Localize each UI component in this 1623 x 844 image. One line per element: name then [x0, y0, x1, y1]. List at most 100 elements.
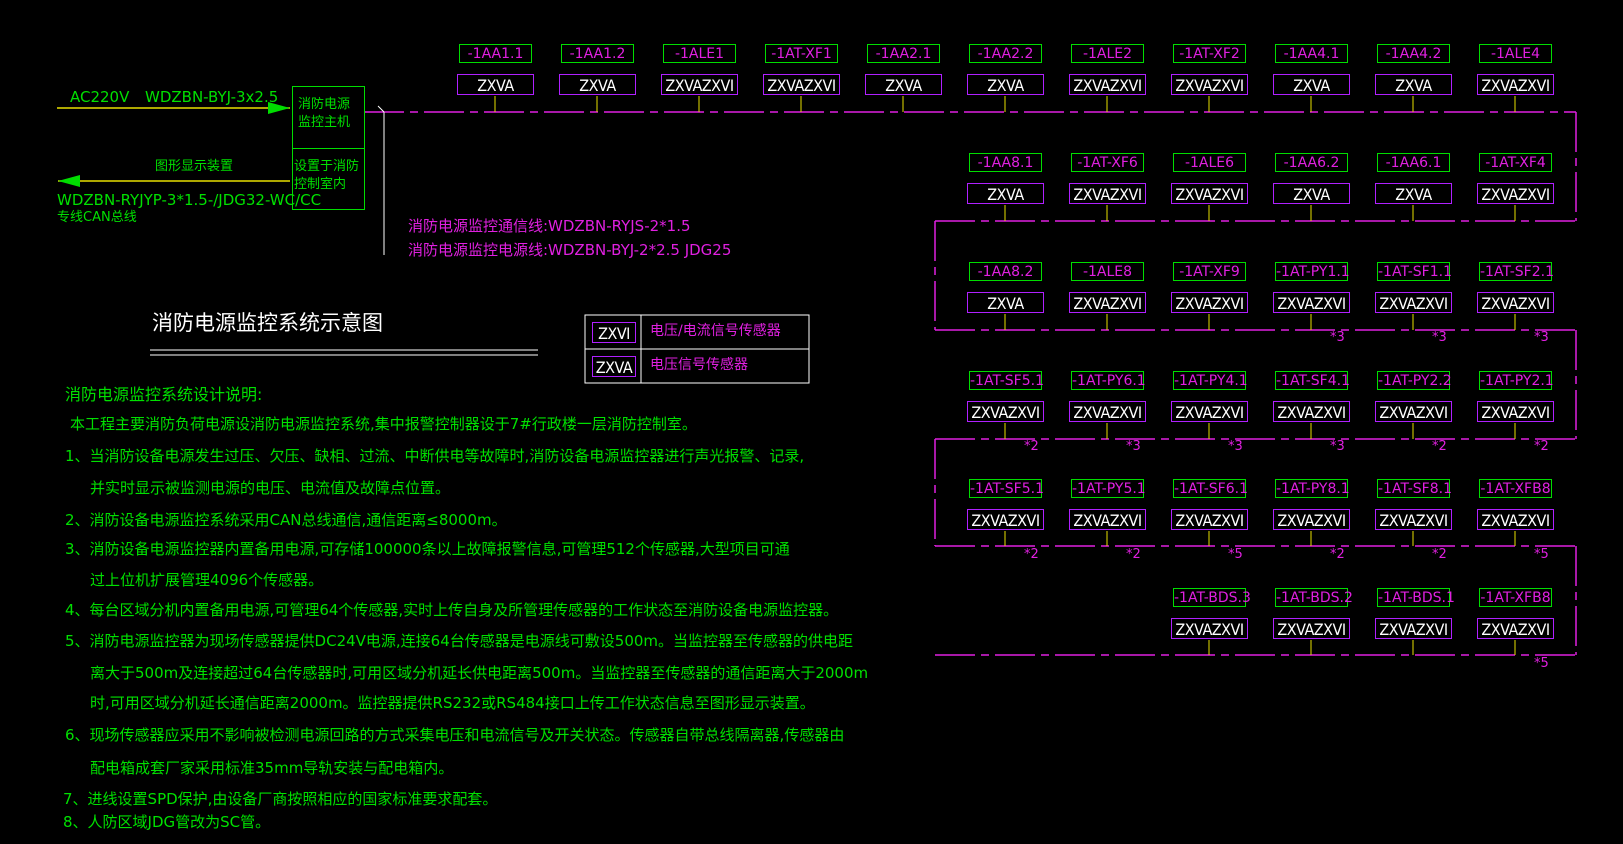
sensor-multiplier: *2 [1024, 439, 1039, 454]
distribution-panel-label: -1AT-PY2.1 [1479, 371, 1554, 390]
notes-line: 8、人防区域JDG管改为SC管。 [63, 813, 271, 831]
distribution-panel-label: -1AT-PY2.2 [1377, 371, 1452, 390]
sensor-box: ZXVA [457, 74, 534, 95]
notes-heading: 消防电源监控系统设计说明: [65, 385, 263, 404]
legend-sensor-zxvi: ZXVI [592, 322, 636, 343]
supply-voltage: AC220V [70, 88, 130, 106]
notes-line: 3、消防设备电源监控器内置备用电源,可存储100000条以上故障报警信息,可管理… [65, 540, 790, 558]
host-name: 消防电源监控主机 [298, 97, 351, 130]
display-bus: 专线CAN总线 [57, 210, 137, 225]
sensor-box: ZXVAZXVI [1375, 292, 1452, 313]
distribution-panel-label: -1AT-BDS.2 [1275, 588, 1353, 607]
supply-cable: WDZBN-BYJ-3x2.5 [145, 88, 279, 106]
sensor-box: ZXVAZXVI [1477, 292, 1554, 313]
sensor-box: ZXVAZXVI [1171, 618, 1248, 639]
sensor-box: ZXVAZXVI [1069, 401, 1146, 422]
distribution-panel-label: -1AA1.1 [459, 44, 532, 63]
distribution-panel-label: -1AT-SF2.1 [1479, 262, 1554, 281]
display-cable: WDZBN-RYJYP-3*1.5-/JDG32-WC/CC [57, 191, 322, 209]
distribution-panel-label: -1AT-XF2 [1173, 44, 1246, 63]
distribution-panel-label: -1AT-XF1 [765, 44, 838, 63]
sensor-box: ZXVAZXVI [1171, 509, 1248, 530]
sensor-multiplier: *3 [1330, 330, 1345, 345]
distribution-panel-label: -1AT-XF9 [1173, 262, 1246, 281]
distribution-panel-label: -1AT-XFB8 [1479, 479, 1552, 498]
sensor-box: ZXVAZXVI [763, 74, 840, 95]
distribution-panel-label: -1ALE1 [663, 44, 736, 63]
sensor-multiplier: *2 [1024, 547, 1039, 562]
distribution-panel-label: -1AT-SF5.1 [969, 371, 1044, 390]
sensor-box: ZXVAZXVI [1069, 292, 1146, 313]
distribution-panel-label: -1ALE6 [1173, 153, 1246, 172]
notes-line: 并实时显示被监测电源的电压、电流值及故障点位置。 [90, 479, 451, 497]
legend-desc-zxva: 电压信号传感器 [650, 357, 748, 373]
notes-line: 7、进线设置SPD保护,由设备厂商按照相应的国家标准要求配套。 [63, 790, 498, 808]
sensor-box: ZXVA [1273, 74, 1350, 95]
sensor-box: ZXVAZXVI [1171, 292, 1248, 313]
sensor-multiplier: *3 [1126, 439, 1141, 454]
legend-desc-zxvi: 电压/电流信号传感器 [650, 323, 781, 339]
notes-line: 时,可用区域分机延长通信距离2000m。监控器提供RS232或RS484接口上传… [90, 694, 815, 712]
sensor-box: ZXVA [559, 74, 636, 95]
sensor-box: ZXVAZXVI [661, 74, 738, 95]
distribution-panel-label: -1AT-BDS.3 [1173, 588, 1251, 607]
distribution-panel-label: -1AA2.1 [867, 44, 940, 63]
sensor-box: ZXVA [1375, 183, 1452, 204]
sensor-multiplier: *3 [1330, 439, 1345, 454]
sensor-multiplier: *3 [1534, 330, 1549, 345]
notes-line: 本工程主要消防负荷电源设消防电源监控系统,集中报警控制器设于7#行政楼一层消防控… [70, 415, 697, 433]
distribution-panel-label: -1AA8.2 [969, 262, 1042, 281]
sensor-box: ZXVAZXVI [1273, 509, 1350, 530]
sensor-multiplier: *2 [1330, 547, 1345, 562]
distribution-panel-label: -1AT-BDS.1 [1377, 588, 1455, 607]
sensor-box: ZXVAZXVI [1069, 183, 1146, 204]
notes-line: 2、消防设备电源监控系统采用CAN总线通信,通信距离≤8000m。 [65, 511, 507, 529]
sensor-multiplier: *2 [1432, 439, 1447, 454]
notes-line: 离大于500m及连接超过64台传感器时,可用区域分机延长供电距离500m。当监控… [90, 664, 869, 682]
display-label: 图形显示装置 [155, 159, 234, 174]
notes-line: 4、每台区域分机内置备用电源,可管理64个传感器,实时上传自身及所管理传感器的工… [65, 601, 839, 619]
sensor-box: ZXVAZXVI [967, 401, 1044, 422]
legend-sensor-zxva: ZXVA [592, 356, 636, 377]
sensor-box: ZXVAZXVI [1069, 74, 1146, 95]
sensor-multiplier: *5 [1228, 547, 1243, 562]
sensor-box: ZXVAZXVI [1477, 74, 1554, 95]
distribution-panel-label: -1ALE4 [1479, 44, 1552, 63]
sensor-multiplier: *2 [1534, 439, 1549, 454]
distribution-panel-label: -1AT-XF4 [1479, 153, 1552, 172]
sensor-box: ZXVA [967, 183, 1044, 204]
distribution-panel-label: -1AT-XFB8 [1479, 588, 1552, 607]
distribution-panel-label: -1AT-SF5.1 [969, 479, 1044, 498]
distribution-panel-label: -1AA4.2 [1377, 44, 1450, 63]
sensor-box: ZXVAZXVI [1069, 509, 1146, 530]
sensor-box: ZXVAZXVI [1477, 509, 1554, 530]
sensor-box: ZXVAZXVI [1375, 618, 1452, 639]
distribution-panel-label: -1AT-PY4.1 [1173, 371, 1248, 390]
distribution-panel-label: -1AT-PY5.1 [1071, 479, 1146, 498]
distribution-panel-label: -1AA6.1 [1377, 153, 1450, 172]
distribution-panel-label: -1AT-SF8.1 [1377, 479, 1452, 498]
notes-line: 过上位机扩展管理4096个传感器。 [90, 571, 324, 589]
notes-line: 5、消防电源监控器为现场传感器提供DC24V电源,连接64台传感器是电源线可敷设… [65, 632, 854, 650]
sensor-box: ZXVA [967, 74, 1044, 95]
distribution-panel-label: -1AA6.2 [1275, 153, 1348, 172]
sensor-multiplier: *2 [1126, 547, 1141, 562]
sensor-box: ZXVAZXVI [1477, 618, 1554, 639]
distribution-panel-label: -1AT-SF4.1 [1275, 371, 1350, 390]
sensor-box: ZXVAZXVI [1171, 74, 1248, 95]
sensor-box: ZXVA [1273, 183, 1350, 204]
distribution-panel-label: -1AA4.1 [1275, 44, 1348, 63]
notes-line: 1、当消防设备电源发生过压、欠压、缺相、过流、中断供电等故障时,消防设备电源监控… [65, 447, 805, 465]
sensor-box: ZXVAZXVI [1171, 401, 1248, 422]
distribution-panel-label: -1AT-PY6.1 [1071, 371, 1146, 390]
sensor-box: ZXVA [1375, 74, 1452, 95]
sensor-multiplier: *5 [1534, 547, 1549, 562]
monitor-host-divider [292, 148, 365, 149]
notes-line: 配电箱成套厂家采用标准35mm导轨安装与配电箱内。 [90, 759, 454, 777]
sensor-box: ZXVAZXVI [1477, 401, 1554, 422]
sensor-box: ZXVAZXVI [1273, 618, 1350, 639]
distribution-panel-label: -1AA8.1 [969, 153, 1042, 172]
distribution-panel-label: -1AA2.2 [969, 44, 1042, 63]
sensor-box: ZXVAZXVI [967, 509, 1044, 530]
sensor-box: ZXVA [865, 74, 942, 95]
